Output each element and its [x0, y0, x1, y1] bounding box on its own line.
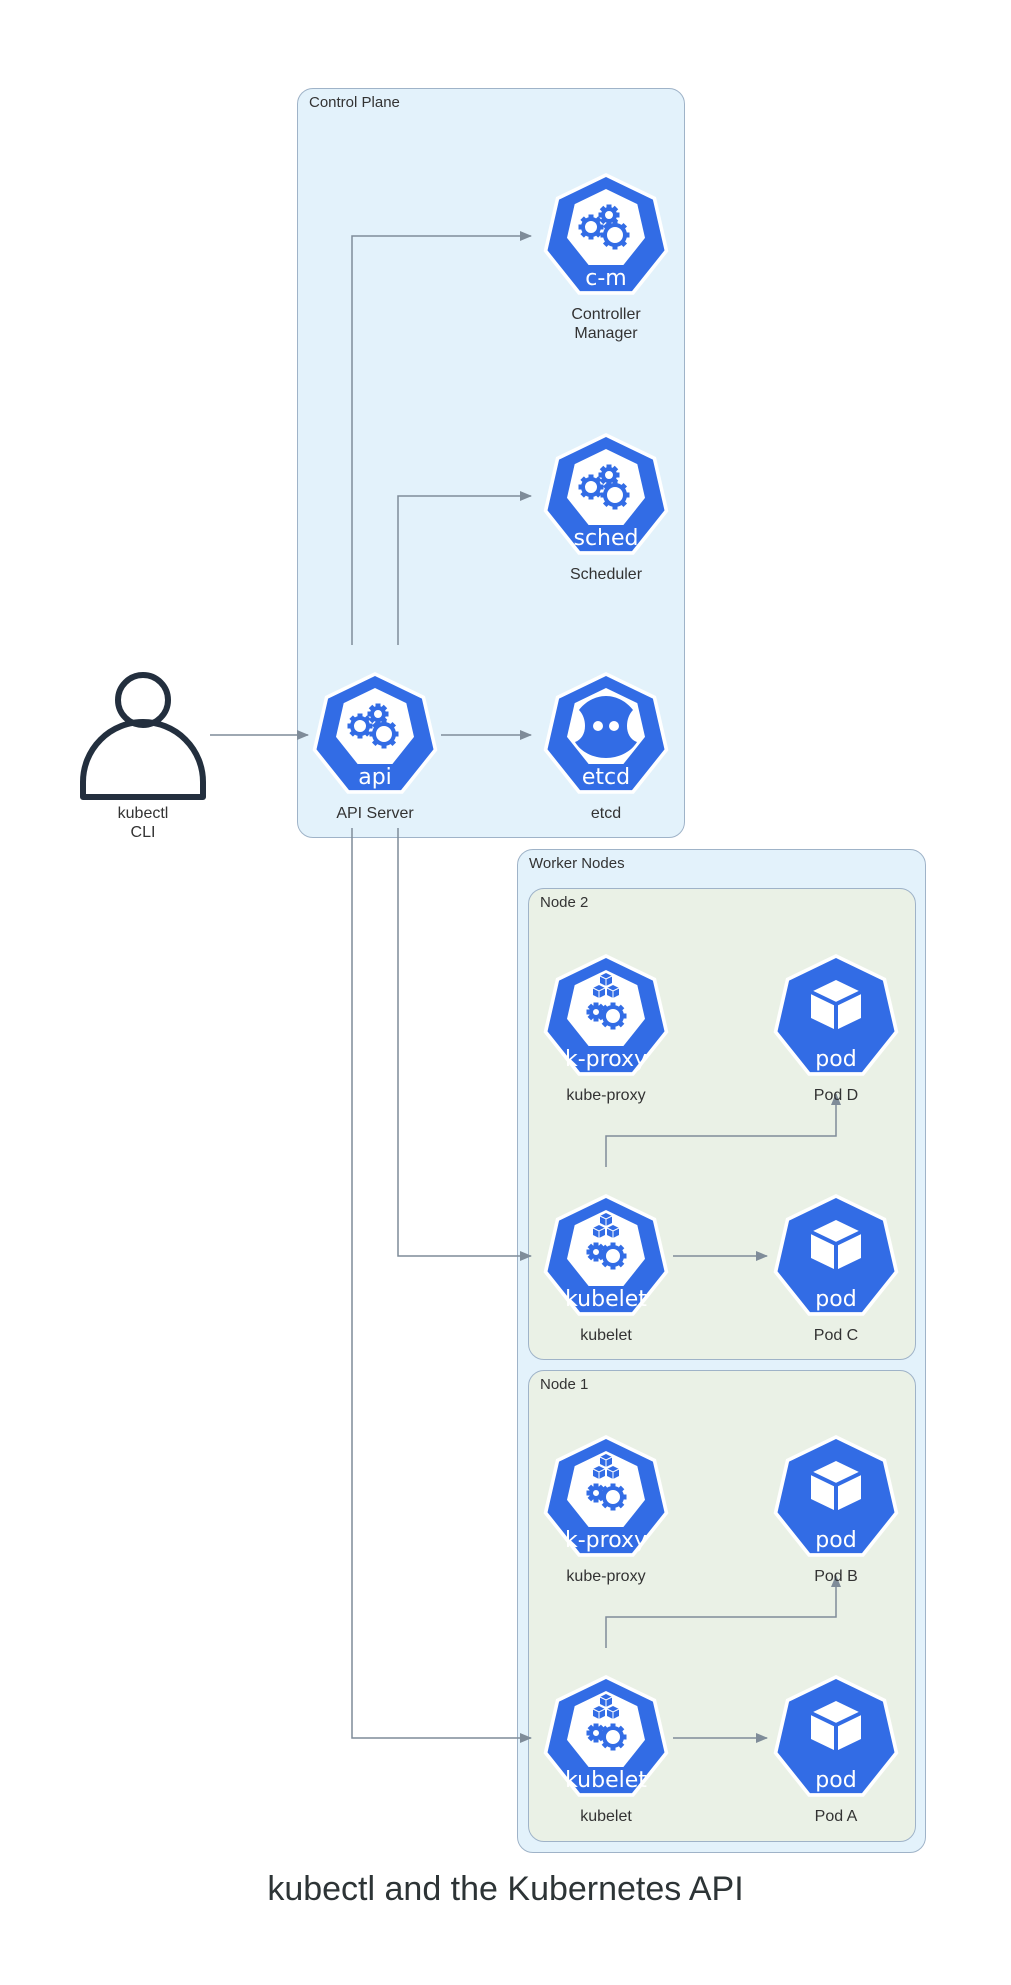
node1-kube-proxy-node[interactable]: k-proxy kube-proxy	[531, 1433, 681, 1586]
pod-a-node[interactable]: pod Pod A	[761, 1673, 911, 1826]
node1-kubelet-label: kubelet	[580, 1808, 632, 1825]
api-server-node[interactable]: api API Server	[300, 670, 450, 823]
node2-label: Node 2	[540, 894, 589, 911]
cube-icon: pod	[773, 1435, 899, 1557]
edge-node1-kubelet-to-podB	[605, 1575, 841, 1648]
worker-nodes-label: Worker Nodes	[529, 855, 625, 872]
etcd-icon: etcd	[543, 672, 669, 794]
edge-api-to-node1-kubelet	[351, 828, 532, 1743]
icon-badge-text: pod	[815, 1768, 856, 1793]
pod-c-label: Pod C	[813, 1327, 859, 1344]
pod-d-label: Pod D	[813, 1087, 859, 1104]
controller-manager-node[interactable]: c-m Controller Manager	[531, 171, 681, 343]
cubes-gear-icon: kubelet	[543, 1194, 669, 1316]
cube-icon: pod	[773, 1675, 899, 1797]
scheduler-node[interactable]: sched Scheduler	[531, 431, 681, 584]
control-plane-label: Control Plane	[309, 94, 400, 111]
icon-badge-text: pod	[815, 1287, 856, 1312]
scheduler-label: Scheduler	[569, 566, 643, 583]
icon-badge-text: pod	[815, 1047, 856, 1072]
icon-badge-text: sched	[573, 526, 638, 551]
kubectl-cli-label: kubectl CLI	[117, 805, 169, 841]
diagram-title: kubectl and the Kubernetes API	[267, 1870, 744, 1908]
pod-d-node[interactable]: pod Pod D	[761, 952, 911, 1105]
etcd-node[interactable]: etcd etcd	[531, 670, 681, 823]
edge-api-to-sched	[397, 491, 532, 645]
user-icon	[80, 672, 206, 800]
icon-badge-text: c-m	[585, 266, 626, 291]
icon-badge-text: kubelet	[565, 1768, 647, 1793]
node1-label: Node 1	[540, 1376, 589, 1393]
cubes-gear-icon: k-proxy	[543, 954, 669, 1076]
cubes-gear-icon: kubelet	[543, 1675, 669, 1797]
pod-c-node[interactable]: pod Pod C	[761, 1192, 911, 1345]
node2-kube-proxy-label: kube-proxy	[566, 1087, 646, 1104]
icon-badge-text: etcd	[582, 765, 630, 790]
icon-badge-text: k-proxy	[565, 1528, 647, 1553]
gears-icon: c-m	[543, 173, 669, 295]
node2-kube-proxy-node[interactable]: k-proxy kube-proxy	[531, 952, 681, 1105]
cube-icon: pod	[773, 1194, 899, 1316]
icon-badge-text: pod	[815, 1528, 856, 1553]
node2-kubelet-node[interactable]: kubelet kubelet	[531, 1192, 681, 1345]
cube-icon: pod	[773, 954, 899, 1076]
pod-a-label: Pod A	[814, 1808, 858, 1825]
gears-icon: api	[312, 672, 438, 794]
icon-badge-text: api	[358, 765, 392, 790]
controller-manager-label: Controller Manager	[571, 306, 641, 342]
pod-b-node[interactable]: pod Pod B	[761, 1433, 911, 1586]
gears-icon: sched	[543, 433, 669, 555]
etcd-label: etcd	[590, 805, 622, 822]
node2-kubelet-label: kubelet	[580, 1327, 632, 1344]
node1-kubelet-node[interactable]: kubelet kubelet	[531, 1673, 681, 1826]
icon-badge-text: k-proxy	[565, 1047, 647, 1072]
api-server-label: API Server	[336, 805, 414, 822]
cubes-gear-icon: k-proxy	[543, 1435, 669, 1557]
pod-b-label: Pod B	[814, 1568, 858, 1585]
icon-badge-text: kubelet	[565, 1287, 647, 1312]
edge-api-to-node2-kubelet	[397, 828, 532, 1261]
kubectl-cli-node[interactable]: kubectl CLI	[68, 670, 218, 842]
edge-api-to-cm	[351, 231, 532, 645]
edge-node2-kubelet-to-podD	[605, 1093, 841, 1167]
node1-kube-proxy-label: kube-proxy	[566, 1568, 646, 1585]
